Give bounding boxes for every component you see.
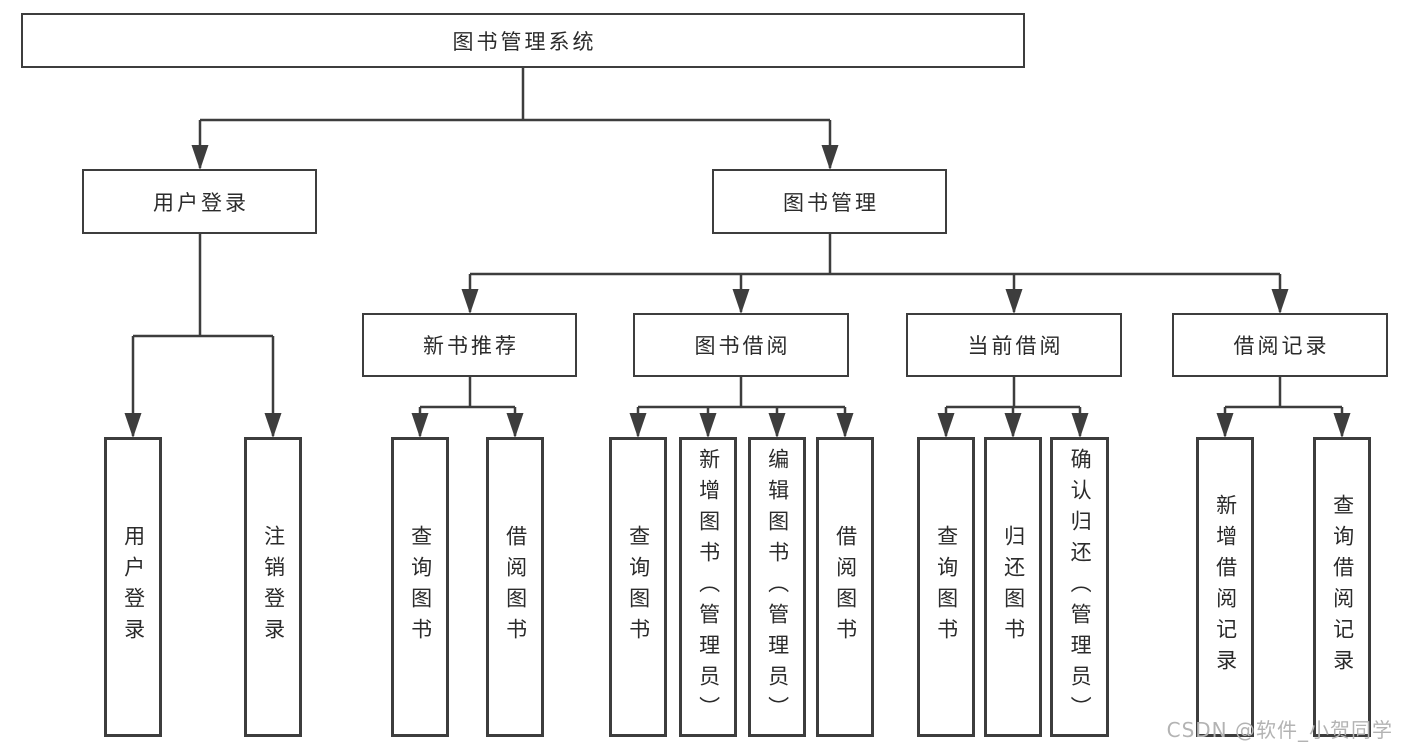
arrow-down-icon bbox=[1271, 289, 1289, 314]
node-label: 当前借阅 bbox=[967, 334, 1064, 358]
node-borrowing-records: 借阅记录 bbox=[1172, 313, 1388, 377]
node-new-book-recommend: 新书推荐 bbox=[362, 313, 577, 377]
arrow-down-icon bbox=[1333, 413, 1351, 438]
node-label: 图书管理 bbox=[783, 190, 879, 215]
leaf-query-books-current: 查询图书 bbox=[917, 437, 975, 737]
leaf-query-borrow-record: 查询借阅记录 bbox=[1313, 437, 1371, 737]
node-library-system: 图书管理系统 bbox=[21, 13, 1025, 68]
arrow-down-icon bbox=[506, 413, 524, 438]
leaf-query-books-borrow: 查询图书 bbox=[609, 437, 667, 737]
arrow-down-icon bbox=[411, 413, 429, 438]
node-label: 查询图书 bbox=[626, 525, 651, 649]
node-label: 图书借阅 bbox=[694, 334, 791, 358]
node-label: 用户登录 bbox=[121, 525, 146, 649]
csdn-watermark: CSDN @软件_小贺同学 bbox=[1166, 718, 1393, 742]
arrow-down-icon bbox=[461, 289, 479, 314]
leaf-borrow-books-recommend: 借阅图书 bbox=[486, 437, 544, 737]
arrow-down-icon bbox=[629, 413, 647, 438]
node-label: 注销登录 bbox=[261, 525, 286, 649]
node-label: 借阅图书 bbox=[503, 525, 528, 649]
node-label: 新增图书（管理员） bbox=[696, 447, 721, 727]
node-label: 新增借阅记录 bbox=[1213, 494, 1238, 680]
node-current-borrowing: 当前借阅 bbox=[906, 313, 1122, 377]
arrow-down-icon bbox=[836, 413, 854, 438]
node-label: 新书推荐 bbox=[423, 334, 519, 358]
node-label: 借阅图书 bbox=[833, 525, 858, 649]
node-label: 图书管理系统 bbox=[452, 29, 597, 54]
node-book-borrowing: 图书借阅 bbox=[633, 313, 849, 377]
arrow-down-icon bbox=[768, 413, 786, 438]
arrow-down-icon bbox=[821, 145, 839, 170]
arrow-down-icon bbox=[937, 413, 955, 438]
arrow-down-icon bbox=[699, 413, 717, 438]
node-label: 查询图书 bbox=[934, 525, 959, 649]
node-label: 用户登录 bbox=[153, 190, 249, 215]
node-user-login: 用户登录 bbox=[82, 169, 317, 234]
arrow-down-icon bbox=[1216, 413, 1234, 438]
node-label: 编辑图书（管理员） bbox=[765, 447, 790, 727]
arrow-down-icon bbox=[1071, 413, 1089, 438]
connector-path bbox=[131, 68, 1344, 436]
leaf-query-books-recommend: 查询图书 bbox=[391, 437, 449, 737]
arrow-down-icon bbox=[732, 289, 750, 314]
leaf-edit-books-admin: 编辑图书（管理员） bbox=[748, 437, 806, 737]
leaf-logout-login: 注销登录 bbox=[244, 437, 302, 737]
leaf-confirm-return-admin: 确认归还（管理员） bbox=[1050, 437, 1109, 737]
leaf-borrow-books: 借阅图书 bbox=[816, 437, 874, 737]
node-label: 借阅记录 bbox=[1233, 334, 1330, 358]
leaf-return-books: 归还图书 bbox=[984, 437, 1042, 737]
arrow-down-icon bbox=[124, 413, 142, 438]
node-label: 归还图书 bbox=[1001, 525, 1026, 649]
node-label: 查询借阅记录 bbox=[1330, 494, 1355, 680]
leaf-add-borrow-record: 新增借阅记录 bbox=[1196, 437, 1254, 737]
arrow-down-icon bbox=[264, 413, 282, 438]
arrow-down-icon bbox=[1005, 289, 1023, 314]
leaf-add-books-admin: 新增图书（管理员） bbox=[679, 437, 737, 737]
node-label: 确认归还（管理员） bbox=[1068, 447, 1093, 727]
arrow-down-icon bbox=[1004, 413, 1022, 438]
arrow-down-icon bbox=[191, 145, 209, 170]
node-book-management: 图书管理 bbox=[712, 169, 947, 234]
node-label: 查询图书 bbox=[408, 525, 433, 649]
leaf-user-login: 用户登录 bbox=[104, 437, 162, 737]
